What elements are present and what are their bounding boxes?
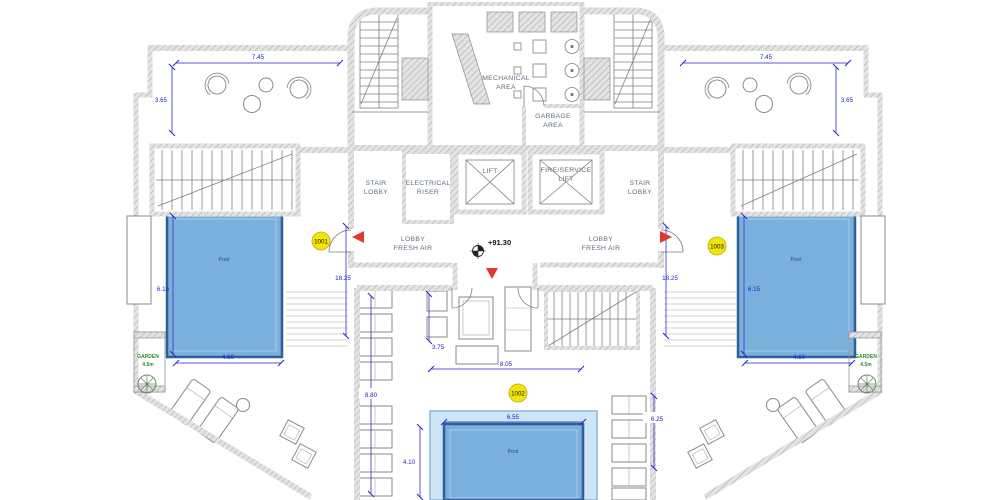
- dim-living-width: 3.75: [432, 344, 445, 351]
- dimension-lines: [168, 59, 856, 500]
- unit-marker-1001: 1001: [311, 231, 331, 251]
- dim-right-terrace-depth: 3.65: [841, 97, 854, 104]
- dim-right-terrace-width: 7.45: [760, 54, 773, 61]
- left-planter: [126, 215, 152, 305]
- center-pool-inner-edge: [449, 429, 578, 499]
- unit-marker-1003: 1003: [707, 236, 727, 256]
- right-terrace-table-large: [755, 95, 773, 113]
- walls: [132, 2, 884, 500]
- core-left-stair: [359, 13, 399, 109]
- dim-left-closet-run: 8.80: [365, 392, 378, 399]
- dim-right-closet-run: 6.25: [651, 416, 664, 423]
- stair-lobby-right-label: STAIR: [629, 180, 650, 187]
- left-wing-stair: [156, 150, 294, 210]
- center-pool-label: Pool: [507, 449, 518, 455]
- dim-left-terrace-depth: 3.65: [155, 97, 168, 104]
- mechanical-area-label: MECHANICAL: [482, 75, 530, 82]
- core-left-shaft: [401, 57, 429, 101]
- core-right-shaft: [583, 57, 611, 101]
- fire-service-lift-label2: LIFT: [558, 176, 573, 183]
- mechanical-equipment: [451, 11, 580, 105]
- left-pool-water: [165, 211, 284, 359]
- stair-lobby-left-label: STAIR: [365, 180, 386, 187]
- left-pool-label: Pool: [218, 257, 229, 263]
- center-entry-arrow-icon: [486, 268, 498, 279]
- unit-marker-1002-label: 1002: [511, 391, 525, 398]
- left-garden-strip: [133, 331, 166, 393]
- left-terrace-table-small: [258, 77, 274, 93]
- left-terrace-armchair-1: [204, 72, 230, 96]
- dim-right-pool-width: 4.60: [793, 354, 806, 361]
- right-closet-run: [611, 395, 647, 500]
- fire-service-lift-car: [539, 159, 593, 205]
- level-benchmark-icon: [470, 243, 486, 259]
- stair-lobby-right-label2: LOBBY: [628, 189, 652, 196]
- lobby-fresh-air-left-label: LOBBY: [401, 236, 425, 243]
- left-pool: [165, 211, 284, 359]
- lobby-fresh-air-left-label2: FRESH AIR: [394, 245, 433, 252]
- lobby-fresh-air-right-label: LOBBY: [589, 236, 613, 243]
- left-deck-slats: [286, 291, 348, 347]
- unit-marker-1002: 1002: [508, 383, 528, 403]
- dim-left-pool-width: 4.60: [222, 354, 235, 361]
- right-wing-stair: [737, 150, 859, 210]
- left-terrace-armchair-2: [286, 76, 312, 100]
- right-garden-loungers: [766, 379, 847, 443]
- mechanical-area-label2: AREA: [496, 84, 516, 91]
- core-right-stair: [613, 13, 653, 109]
- lobby-fresh-air-right-label2: FRESH AIR: [582, 245, 621, 252]
- left-tree-icon: [137, 374, 157, 394]
- dim-left-pool-length: 6.15: [157, 286, 170, 293]
- electrical-riser-label: ELECTRICAL: [406, 180, 451, 187]
- left-entry-arrow-icon: [352, 231, 364, 243]
- unit-marker-1001-label: 1001: [314, 239, 328, 246]
- right-tree-icon: [857, 374, 877, 394]
- dim-left-wing-span: 18.25: [335, 275, 351, 282]
- right-pool: [736, 211, 857, 359]
- electrical-riser-label2: RISER: [417, 189, 439, 196]
- right-entry-arrow-icon: [660, 231, 672, 243]
- lift-car: [465, 159, 515, 205]
- center-pool-water: [442, 422, 585, 500]
- living-room-furniture: [426, 286, 532, 365]
- right-garden-size: 4.5m: [860, 362, 872, 368]
- left-garden-label: GARDEN: [137, 354, 159, 360]
- right-pool-water: [736, 211, 857, 359]
- right-deck-slats: [664, 291, 736, 347]
- dim-right-pool-length: 6.15: [748, 286, 761, 293]
- right-garden-label: GARDEN: [855, 354, 877, 360]
- right-terrace-armchair-2: [704, 76, 730, 100]
- unit-interior-stair: [547, 291, 637, 347]
- left-terrace-table-large: [243, 95, 261, 113]
- dim-center-pool-width: 6.55: [507, 414, 520, 421]
- left-patio-chairs: [279, 419, 317, 469]
- right-patio-chairs: [687, 419, 725, 469]
- dim-right-wing-span: 18.25: [662, 275, 678, 282]
- dim-left-terrace-width: 7.45: [252, 54, 265, 61]
- garbage-area-label2: AREA: [543, 122, 563, 129]
- level-marker-value: +91.30: [488, 238, 511, 247]
- dim-center-pool-length: 4.10: [403, 459, 416, 466]
- unit-marker-1003-label: 1003: [710, 244, 724, 251]
- mechanical-chute: [451, 33, 491, 105]
- right-planter: [860, 215, 886, 305]
- center-pool: [429, 410, 598, 500]
- garbage-area-label: GARBAGE: [535, 113, 571, 120]
- lift-label: LIFT: [482, 168, 497, 175]
- dim-living-span: 8.05: [500, 361, 513, 368]
- left-garden-size: 4.5m: [142, 362, 154, 368]
- right-terrace-table-small: [742, 77, 758, 93]
- right-terrace-armchair-1: [786, 72, 812, 96]
- right-pool-label: Pool: [790, 257, 801, 263]
- stair-lobby-left-label2: LOBBY: [364, 189, 388, 196]
- fire-service-lift-label: FIRE/SERVICE: [541, 167, 592, 174]
